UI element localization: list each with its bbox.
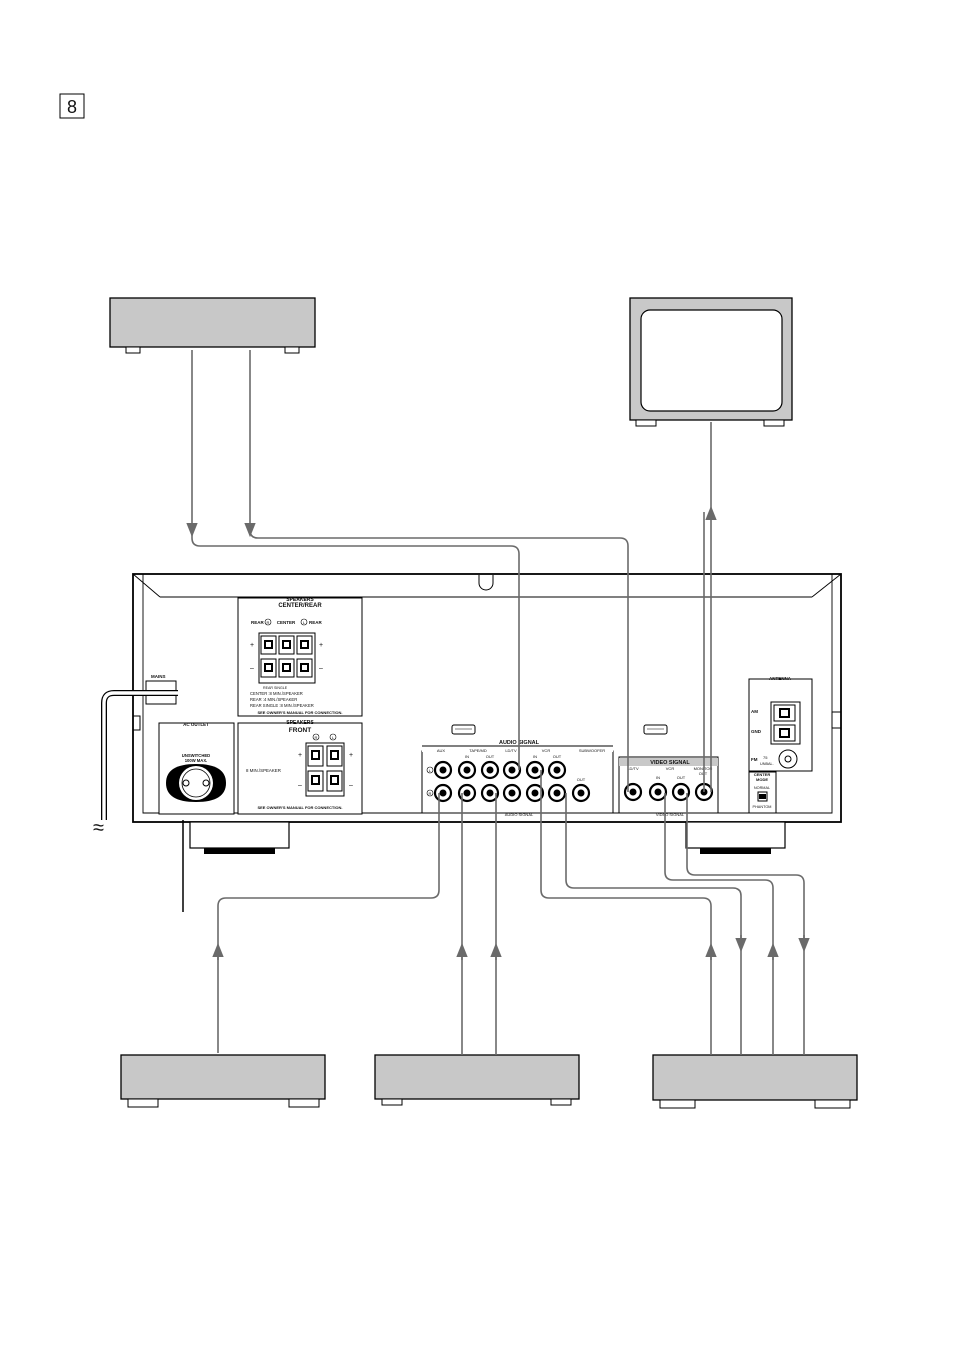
cr-plus-left: + — [250, 642, 254, 649]
cr-plus-right: + — [319, 642, 323, 649]
tv-monitor — [629, 297, 793, 427]
label-phantom: PHANTOM — [753, 805, 772, 809]
audio-mark-l: L — [429, 768, 432, 773]
center-mode-switch[interactable] — [757, 791, 768, 802]
impedance-rear-single: REAR SINGLE :8 MIN./SPEAKER — [250, 703, 314, 708]
video-title: VIDEO SIGNAL — [650, 760, 690, 766]
label-am: AM — [751, 709, 758, 714]
label-rear-l: REAR — [309, 620, 323, 625]
device-bottom-left — [120, 1054, 326, 1108]
speakers-cr-title: CENTER/REAR — [278, 603, 322, 609]
speakers-center-rear-block: SPEAKERS CENTER/REAR REAR R CENTER L REA… — [237, 597, 363, 717]
label-gnd: GND — [751, 729, 762, 734]
svg-text:–: – — [349, 782, 353, 789]
label-vcr-in: IN — [533, 754, 537, 759]
ac-outlet-block: AC OUTLET UNSWITCHED 100W MAX. — [158, 722, 235, 815]
speaker-terminals-front[interactable] — [305, 742, 345, 797]
ac-outlet-line1: UNSWITCHED — [182, 753, 210, 758]
cr-minus-left: – — [250, 665, 254, 672]
speakers-cr-heading: SPEAKERS — [286, 597, 314, 603]
mains-label: MAINS — [151, 674, 166, 679]
label-video-vcr: VCR — [666, 766, 675, 771]
label-unbal: UNBAL. — [760, 762, 774, 766]
audio-mark-r: R — [429, 791, 432, 796]
speaker-terminals-center-rear[interactable] — [258, 632, 316, 684]
label-vcr-out: OUT — [553, 754, 562, 759]
antenna-terminals[interactable] — [770, 701, 801, 745]
audio-jack-row-top[interactable] — [433, 760, 567, 780]
label-75: 75 — [763, 755, 768, 760]
audio-jack-row-bottom[interactable] — [433, 783, 591, 803]
cable-aux — [217, 793, 440, 1053]
cable-vcr-audio-out — [565, 793, 742, 1055]
label-video-monitor: MONITOR — [694, 766, 713, 771]
impedance-rear: REAR :4 MIN./SPEAKER — [250, 697, 297, 702]
antenna-title: ANTENNA — [769, 676, 792, 681]
cable-vcr-audio-in — [540, 770, 712, 1055]
svg-text:+: + — [298, 752, 302, 759]
cables — [186, 350, 810, 1055]
device-bottom-right — [652, 1054, 858, 1109]
page-number-box: 8 — [59, 93, 85, 119]
label-rear-r: REAR — [251, 620, 265, 625]
ac-outlet-line2: 100W MAX. — [185, 758, 208, 763]
video-bottom-label: VIDEO SIGNAL — [656, 812, 685, 817]
center-mode-title2: MODE — [756, 777, 768, 782]
label-audio-vcr: VCR — [542, 748, 551, 753]
cr-minus-right: – — [319, 665, 323, 672]
impedance-center: CENTER :8 MIN./SPEAKER — [250, 691, 303, 696]
label-sub-out: OUT — [577, 777, 586, 782]
ac-outlet-title: AC OUTLET — [183, 722, 209, 727]
svg-text:+: + — [349, 752, 353, 759]
video-jacks[interactable] — [623, 782, 714, 802]
device-bottom-middle — [374, 1054, 580, 1106]
label-video-ld-tv: LD/TV — [627, 766, 639, 771]
label-aux: AUX — [437, 748, 446, 753]
front-mark-l: L — [332, 735, 335, 740]
page-number: 8 — [67, 97, 77, 117]
antenna-block: ANTENNA AM GND FM 75 UNBAL. — [748, 676, 813, 772]
ac-socket[interactable] — [166, 764, 226, 802]
cable-vcr-video-out — [686, 793, 805, 1055]
label-tape-out: OUT — [486, 754, 495, 759]
cable-vcr-video-in — [664, 793, 774, 1055]
video-signal-block: VIDEO SIGNAL LD/TV VCR MONITOR IN OUT OU… — [618, 724, 719, 817]
ac-plug-symbol: ≈ — [93, 817, 104, 839]
front-impedance: 8 MIN./SPEAKER — [246, 768, 281, 773]
audio-signal-block: AUDIO SIGNAL AUX TAPE/MD LD/TV VCR SUBWO… — [421, 724, 614, 817]
label-subwoofer: SUBWOOFER — [579, 748, 605, 753]
label-audio-ld-tv: LD/TV — [505, 748, 517, 753]
label-tape-in: IN — [465, 754, 469, 759]
speakers-front-heading: SPEAKERS — [286, 720, 314, 726]
speakers-front-title: FRONT — [289, 727, 311, 734]
label-rear-single: REAR SINGLE — [263, 686, 288, 690]
speakers-front-block: SPEAKERS FRONT R L 8 MIN./SPEAKER + – + … — [237, 720, 363, 815]
center-mode-block: CENTER MODE NORMAL PHANTOM — [748, 771, 777, 814]
label-center: CENTER — [277, 620, 296, 625]
svg-text:–: – — [298, 782, 302, 789]
label-video-out: OUT — [677, 775, 686, 780]
manual-note-front: SEE OWNER'S MANUAL FOR CONNECTION. — [257, 805, 342, 810]
fm-jack[interactable] — [778, 749, 798, 769]
mark-l: L — [303, 620, 306, 625]
center-mode-title1: CENTER — [754, 772, 771, 777]
device-top-left — [109, 297, 316, 354]
label-tape-md: TAPE/MD — [469, 748, 487, 753]
label-normal: NORMAL — [754, 786, 770, 790]
label-fm: FM — [751, 757, 758, 762]
label-video-in: IN — [656, 775, 660, 780]
manual-note-cr: SEE OWNER'S MANUAL FOR CONNECTION. — [257, 710, 342, 715]
mark-r: R — [267, 620, 270, 625]
audio-bottom-label: AUDIO SIGNAL — [505, 812, 534, 817]
front-mark-r: R — [315, 735, 318, 740]
